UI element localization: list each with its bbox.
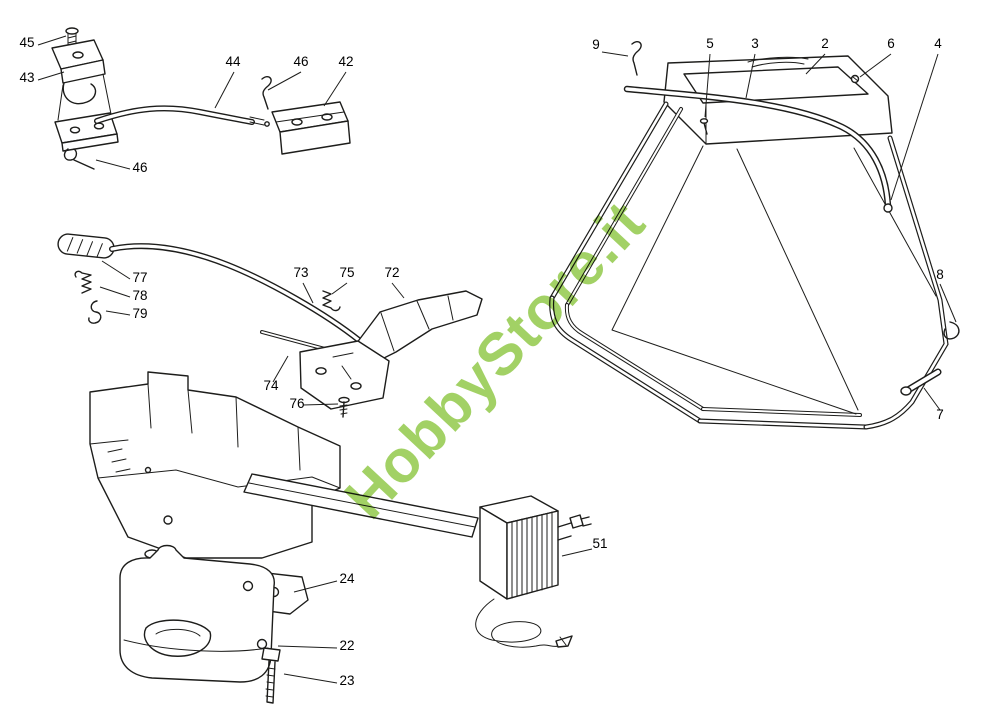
- upper-bracket-assembly: [51, 27, 351, 170]
- part-label: 3: [751, 36, 759, 51]
- part-label: 8: [936, 267, 944, 282]
- part-label: 51: [592, 536, 607, 551]
- part-label: 9: [592, 37, 600, 52]
- part-label: 2: [821, 36, 829, 51]
- part-label: 7: [936, 407, 944, 422]
- part-labels: 45 43 44 46 42 46 77 78 79 73 75 72 74 7…: [19, 35, 943, 688]
- rod-73: [109, 243, 363, 344]
- battery-tank: [119, 544, 281, 704]
- part-label: 6: [887, 36, 895, 51]
- part-label: 72: [384, 265, 399, 280]
- part-label: 46: [293, 54, 308, 69]
- hook-8: [943, 321, 960, 340]
- part-label: 45: [19, 35, 34, 50]
- part-label: 5: [706, 36, 714, 51]
- part-label: 44: [225, 54, 241, 69]
- charger-cord: [475, 598, 559, 648]
- part-label: 22: [339, 638, 354, 653]
- part-label: 75: [339, 265, 354, 280]
- part-label: 42: [338, 54, 353, 69]
- part-label: 74: [263, 378, 279, 393]
- part-label: 46: [132, 160, 147, 175]
- part-label: 73: [293, 265, 308, 280]
- part-label: 4: [934, 36, 942, 51]
- part-label: 23: [339, 673, 354, 688]
- bolt-23: [261, 647, 281, 662]
- lever-assembly: [57, 233, 483, 418]
- part-label: 79: [132, 306, 147, 321]
- part-label: 43: [19, 70, 34, 85]
- cotter-pin-46-lower: [63, 148, 95, 170]
- part-label: 24: [339, 571, 355, 586]
- part-label: 77: [132, 270, 147, 285]
- grass-catcher: [549, 41, 960, 430]
- cotter-pin-9: [631, 41, 642, 76]
- part-label: 78: [132, 288, 147, 303]
- part-label: 76: [289, 396, 304, 411]
- battery-charger: [475, 495, 592, 648]
- leader-lines: [37, 35, 957, 684]
- cotter-pin-46-upper: [261, 76, 272, 110]
- tank-22: [119, 544, 275, 683]
- handle-grip-77: [57, 233, 115, 259]
- support-beam: [243, 473, 479, 538]
